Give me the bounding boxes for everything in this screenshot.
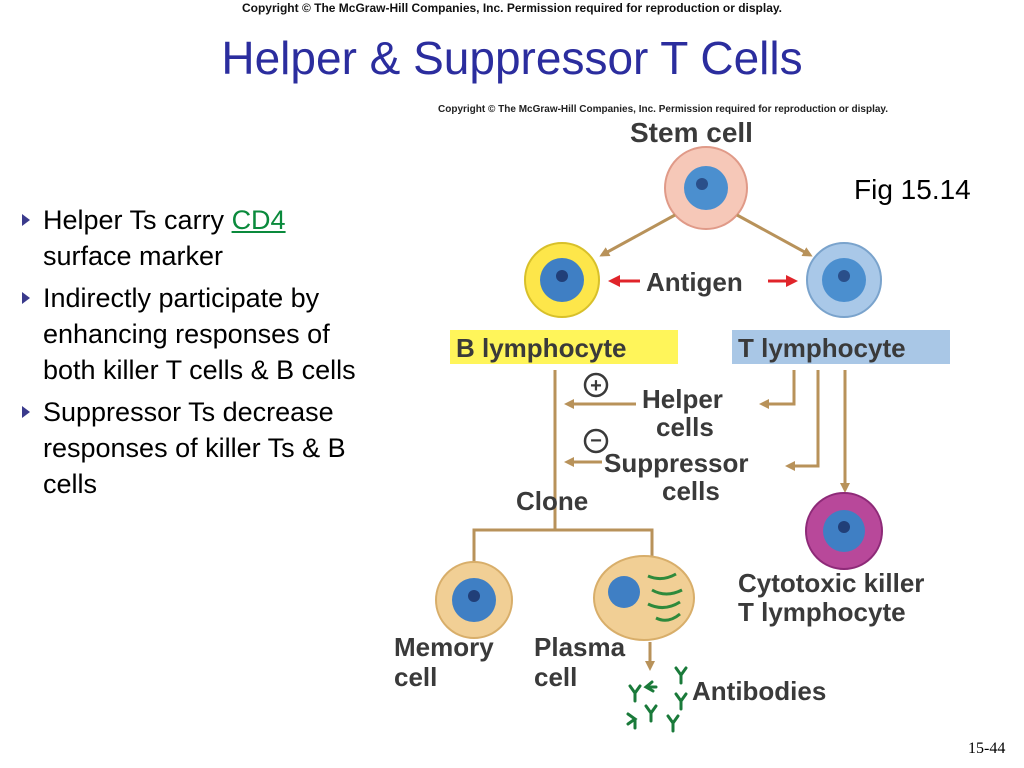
svg-text:+: + [590,375,602,397]
helper-connector [759,370,796,409]
figure-caption: Fig 15.14 [854,174,971,205]
plus-icon: + [583,372,609,398]
arrow [736,213,813,257]
clone-label: Clone [516,486,588,516]
figure-copyright: Copyright © The McGraw-Hill Companies, I… [438,104,889,115]
bullet-text: Indirectly participate by enhancing resp… [43,283,356,385]
plasma-cell [593,555,695,641]
bullet-text: surface marker [43,241,224,271]
helper-cells-label: cells [656,412,714,442]
bullet-arrow-icon [22,292,30,304]
stem-cell-label: Stem cell [630,117,753,148]
stem-cell [664,146,748,230]
bullet-item: Suppressor Ts decrease responses of kill… [18,394,378,502]
bullet-item: Indirectly participate by enhancing resp… [18,280,378,388]
t-lymphocyte-box [732,330,950,364]
bullet-item: Helper Ts carry CD4 surface marker [18,202,378,274]
suppressor-connector [785,370,820,471]
slide-title: Helper & Suppressor T Cells [221,32,803,84]
t-cell-diagram: Stem cell Antigen B lymphocyte T lymphoc… [394,117,950,733]
cd4-link[interactable]: CD4 [231,205,286,235]
copyright-notice: Copyright © The McGraw-Hill Companies, I… [241,1,783,15]
memory-label: Memory [394,632,494,662]
helper-label: Helper [642,384,723,414]
memory-cell [435,561,513,639]
bullet-list: Helper Ts carry CD4 surface marker Indir… [18,202,378,508]
bullet-arrow-icon [22,214,30,226]
arrow [599,213,676,257]
clone-branch-line [472,528,654,564]
b-lymphocyte-label: B lymphocyte [456,333,627,363]
bullet-text: Suppressor Ts decrease responses of kill… [43,397,346,499]
cytotoxic-cell [805,492,883,570]
memory-label-line2: cell [394,662,437,692]
suppressor-cells-label: cells [662,476,720,506]
cytotoxic-label: Cytotoxic killer [738,568,924,598]
minus-icon: − [583,428,609,454]
antibodies-label: Antibodies [692,676,826,706]
plasma-label: Plasma [534,632,626,662]
svg-text:−: − [590,430,602,452]
slide-number: 15-44 [968,740,1006,757]
bullet-arrow-icon [22,406,30,418]
antigen-label: Antigen [646,267,743,297]
bullet-text: Helper Ts carry [43,205,232,235]
b-cell [524,242,600,318]
b-lymphocyte-box [450,330,678,364]
plasma-label-line2: cell [534,662,577,692]
suppressor-label: Suppressor [604,448,749,478]
antibodies-icon [626,666,688,733]
cytotoxic-label-line2: T lymphocyte [738,597,906,627]
t-lymphocyte-label: T lymphocyte [738,333,906,363]
t-cell [806,242,882,318]
